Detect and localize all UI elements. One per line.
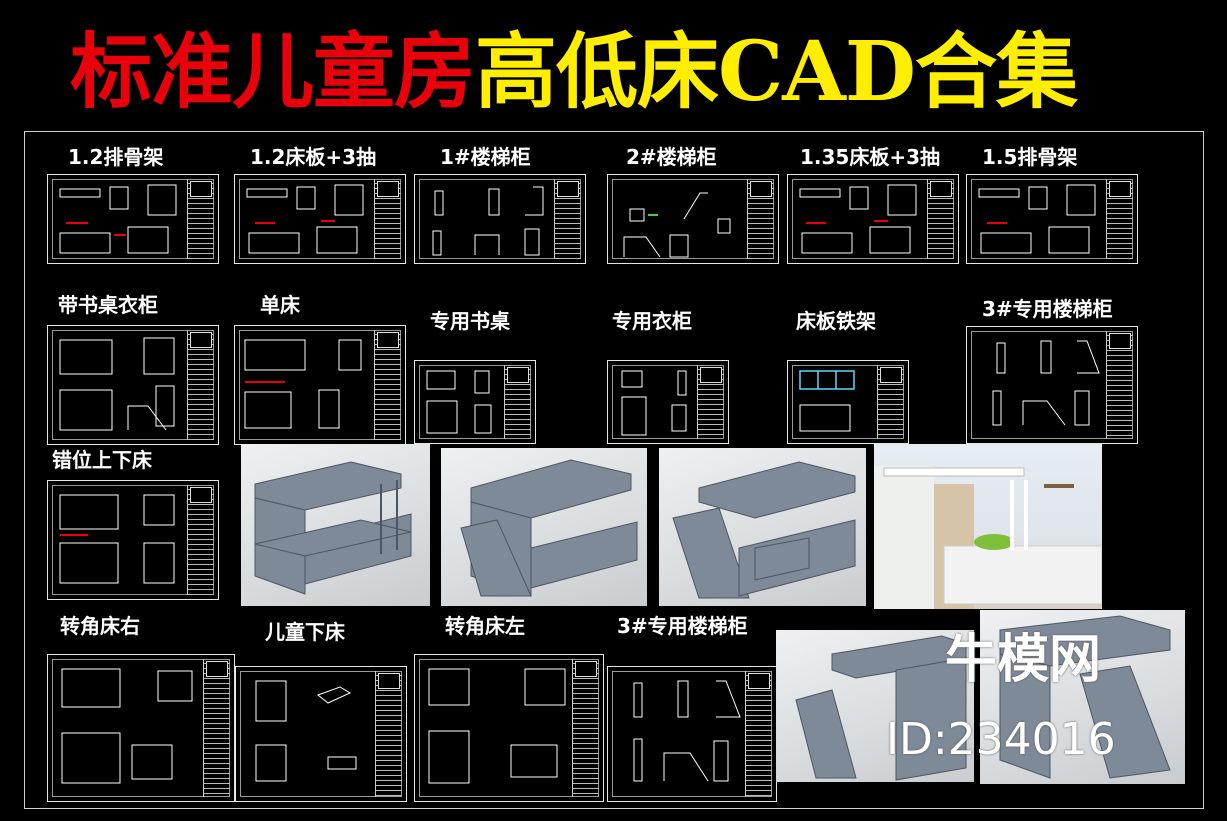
watermark-id: ID:234016	[886, 714, 1116, 765]
label-1-5-slat: 1.5排骨架	[982, 145, 1078, 169]
room-photo	[874, 444, 1102, 609]
label-kids-lower: 儿童下床	[265, 620, 345, 644]
cad-sheet-4[interactable]	[607, 174, 779, 264]
cad-sheet-15[interactable]	[235, 666, 407, 802]
label-corner-right: 转角床右	[60, 614, 140, 638]
cad-sheet-17[interactable]	[607, 666, 777, 802]
cad-sheet-6[interactable]	[966, 174, 1138, 264]
label-desk: 专用书桌	[430, 309, 510, 333]
label-stair-3-top: 3#专用楼梯柜	[982, 297, 1113, 321]
label-iron-frame: 床板铁架	[796, 309, 876, 333]
label-corner-left: 转角床左	[445, 614, 525, 638]
label-stair-3-bottom: 3#专用楼梯柜	[617, 614, 748, 638]
label-1-2-slat: 1.2排骨架	[68, 145, 164, 169]
cad-sheet-16[interactable]	[414, 654, 604, 802]
label-single-bed: 单床	[260, 293, 300, 317]
label-1-35-board: 1.35床板+3抽	[800, 145, 941, 169]
label-wardrobe: 专用衣柜	[612, 309, 692, 333]
label-staggered-bunk: 错位上下床	[52, 448, 152, 472]
bunk-render-2	[441, 448, 647, 606]
title-yellow-part: 高低床CAD合集	[475, 24, 1078, 120]
cad-sheet-13[interactable]	[47, 480, 219, 600]
label-1-2-board: 1.2床板+3抽	[250, 145, 377, 169]
cad-sheet-9[interactable]	[414, 360, 536, 444]
cad-sheet-12[interactable]	[966, 326, 1138, 444]
watermark-brand: 牛模网	[945, 630, 1102, 690]
label-stair-2: 2#楼梯柜	[626, 145, 717, 169]
loft-render-2	[980, 610, 1185, 784]
cad-sheet-5[interactable]	[787, 174, 959, 264]
bunk-render-1	[241, 444, 430, 606]
cad-sheet-11[interactable]	[787, 360, 909, 444]
cad-sheet-2[interactable]	[234, 174, 406, 264]
cad-sheet-8[interactable]	[234, 325, 406, 445]
cad-sheet-14[interactable]	[47, 654, 235, 802]
title-red-part: 标准儿童房	[70, 24, 476, 120]
cad-sheet-7[interactable]	[47, 325, 219, 445]
drawing-frame	[24, 131, 1204, 809]
loft-render-1	[776, 630, 974, 782]
label-wardrobe-desk: 带书桌衣柜	[58, 293, 158, 317]
cad-sheet-3[interactable]	[414, 174, 586, 264]
cad-sheet-1[interactable]	[47, 174, 219, 264]
page-title: 标准儿童房高低床CAD合集	[70, 12, 1150, 132]
cad-sheet-10[interactable]	[607, 360, 729, 444]
bunk-render-3	[659, 448, 866, 606]
label-stair-1: 1#楼梯柜	[440, 145, 531, 169]
